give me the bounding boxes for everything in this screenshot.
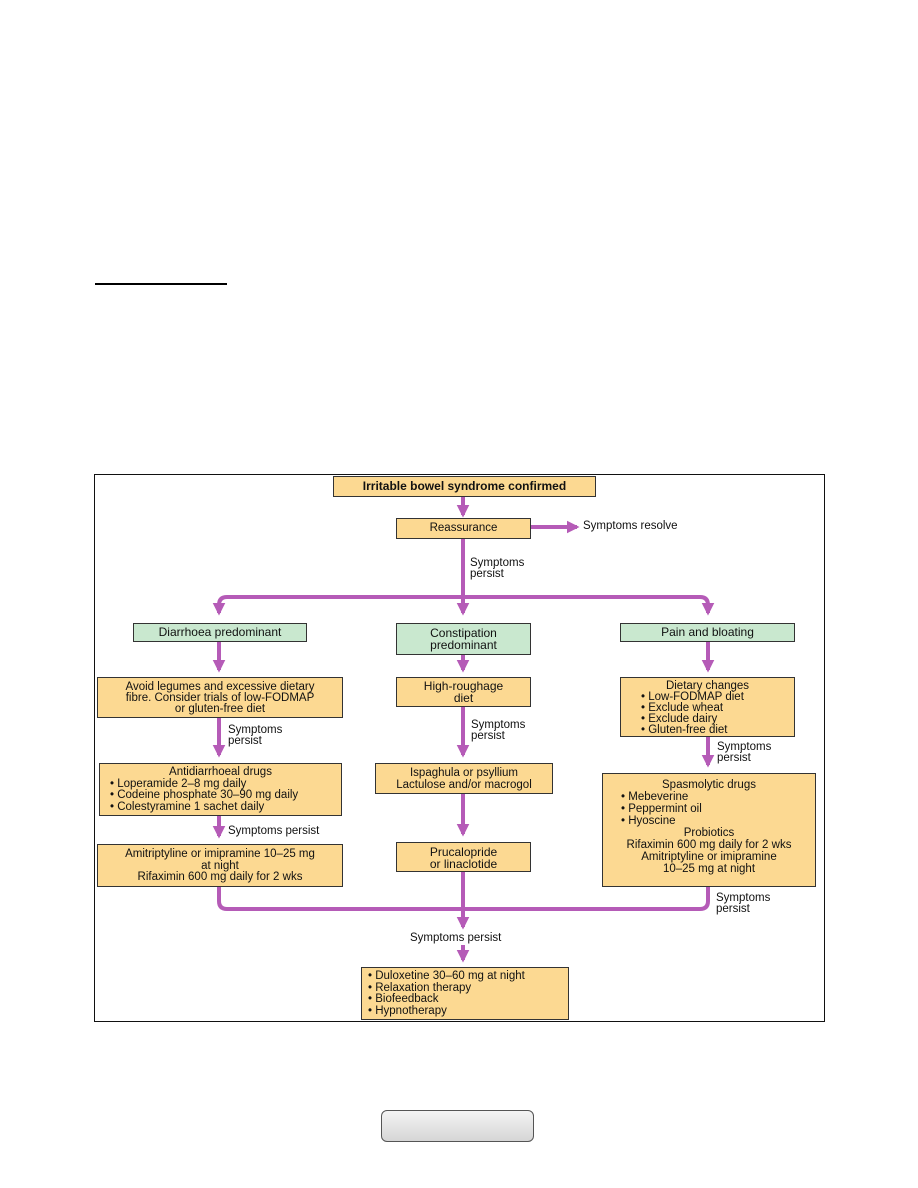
node-high-roughage: High-roughage diet	[396, 677, 531, 707]
node-ispaghula: Ispaghula or psyllium Lactulose and/or m…	[375, 763, 553, 794]
node-amitriptyline: Amitriptyline or imipramine 10–25 mg at …	[97, 844, 343, 887]
label-symptoms-persist-mid-1: Symptoms persist	[471, 719, 526, 742]
heading-underline	[95, 283, 227, 285]
node-ibs-confirmed: Irritable bowel syndrome confirmed	[333, 476, 596, 497]
label-symptoms-persist-right-1: Symptoms persist	[717, 741, 772, 764]
branch-bar	[217, 595, 715, 616]
label-symptoms-persist-1: Symptoms persist	[470, 557, 525, 580]
node-dietary-changes: Dietary changes Low-FODMAP diet Exclude …	[620, 677, 795, 737]
node-reassurance: Reassurance	[396, 518, 531, 539]
node-antidiarrhoeal-drugs: Antidiarrhoeal drugs Loperamide 2–8 mg d…	[99, 763, 342, 816]
node-pain-bloating: Pain and bloating	[620, 623, 795, 642]
node-spasmolytic-drugs: Spasmolytic drugs Mebeverine Peppermint …	[602, 773, 816, 887]
node-prucalopride: Prucalopride or linaclotide	[396, 842, 531, 872]
label-symptoms-persist-merge: Symptoms persist	[410, 932, 502, 944]
page-navigation-button[interactable]	[381, 1110, 534, 1142]
label-symptoms-resolve: Symptoms resolve	[583, 520, 678, 532]
label-symptoms-persist-right-2: Symptoms persist	[716, 892, 771, 915]
node-avoid-legumes: Avoid legumes and excessive dietary fibr…	[97, 677, 343, 718]
node-diarrhoea-predominant: Diarrhoea predominant	[133, 623, 307, 642]
label-symptoms-persist-left-2: Symptoms persist	[228, 825, 320, 837]
node-final-treatments: Duloxetine 30–60 mg at night Relaxation …	[361, 967, 569, 1020]
label-symptoms-persist-left-1: Symptoms persist	[228, 724, 283, 747]
node-constipation-predominant: Constipation predominant	[396, 623, 531, 655]
